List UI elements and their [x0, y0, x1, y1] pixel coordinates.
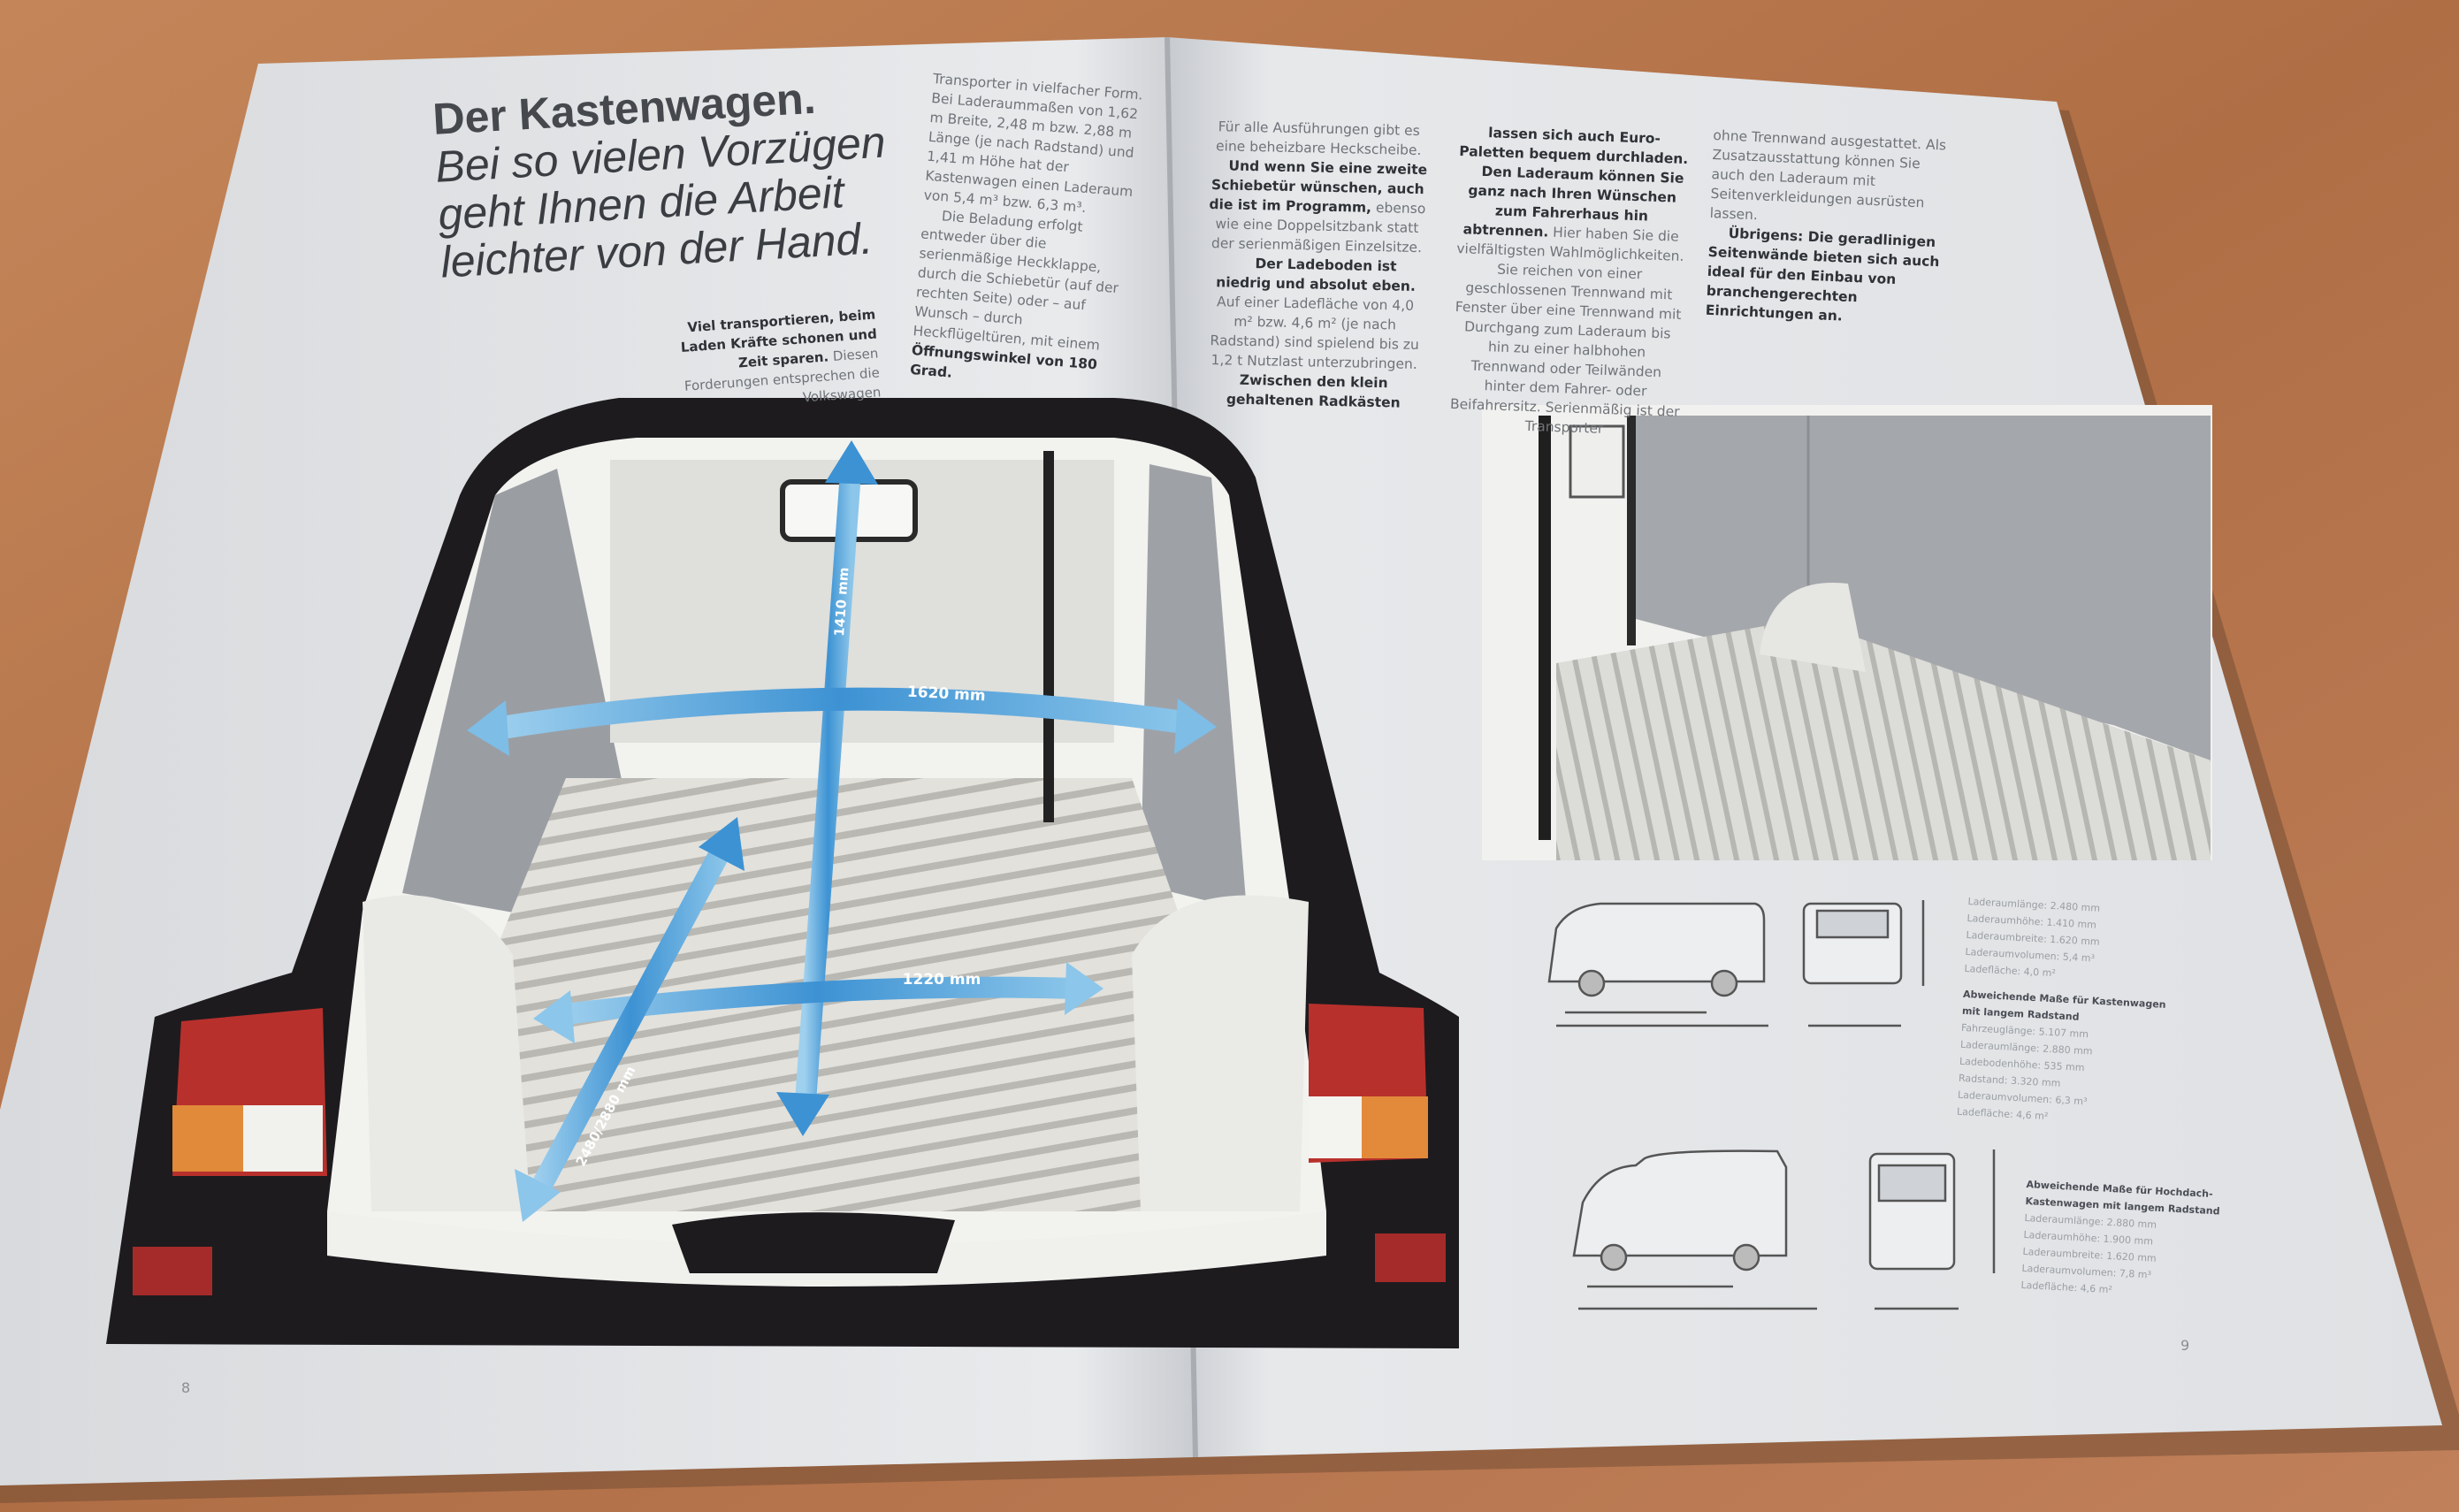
- arrow-head: [533, 990, 575, 1043]
- page-number-left: 8: [181, 1379, 191, 1396]
- van-side-drawing-standard: [1547, 902, 1768, 1027]
- arrow-head: [825, 440, 878, 485]
- paragraph: ohne Trennwand ausgestattet. Als Zusatza…: [1709, 126, 1947, 224]
- van-interior-photo: [106, 398, 1459, 1348]
- van-rear-drawing-highroof: [1868, 1149, 1996, 1310]
- van-rear-drawing-standard: [1802, 900, 1925, 1027]
- intro-paragraph: Viel transportieren, beim Laden Kräfte s…: [654, 305, 882, 417]
- dimension-arrows: 1620 mm 1410 mm 1220 mm 2480/2880 mm: [467, 440, 1217, 1222]
- dim-label-height: 1410 mm: [831, 567, 851, 637]
- arrow-width-top: [488, 687, 1191, 741]
- paragraph: Transporter in vielfacher Form. Bei Lade…: [923, 70, 1144, 216]
- arrow-head: [1174, 699, 1217, 754]
- headline: Der Kastenwagen. Bei so vielen Vorzügen …: [431, 71, 892, 287]
- dim-label-width-floor: 1220 mm: [903, 971, 981, 989]
- right-text-column-3: ohne Trennwand ausgestattet. Als Zusatza…: [1705, 126, 1951, 331]
- paragraph-bold: Der Ladeboden ist niedrig und absolut eb…: [1216, 256, 1417, 294]
- spec-list-standard: Laderaumlänge: 2.480 mm Laderaumhöhe: 1.…: [1957, 893, 2180, 1131]
- right-text-column-1: Für alle Ausführungen gibt es eine behei…: [1203, 117, 1429, 413]
- paragraph: Der Ladeboden ist niedrig und absolut eb…: [1203, 253, 1426, 413]
- paragraph: Und wenn Sie eine zweite Schiebetür wüns…: [1207, 156, 1428, 257]
- paragraph: Die Beladung erfolgt entweder über die s…: [909, 205, 1143, 397]
- arrow-head: [515, 1169, 561, 1222]
- right-text-column-2: lassen sich auch Euro-Paletten bequem du…: [1448, 122, 1691, 441]
- paragraph-bold: Zwischen den klein gehaltenen Radkästen: [1226, 371, 1401, 411]
- paragraph-text: Hier haben Sie die vielfältigsten Wahlmö…: [1449, 224, 1684, 437]
- left-text-column: Transporter in vielfacher Form. Bei Lade…: [909, 69, 1154, 397]
- paragraph-bold: lassen sich auch Euro-Paletten bequem du…: [1458, 125, 1689, 168]
- paragraph: Den Laderaum können Sie ganz nach Ihren …: [1448, 161, 1690, 441]
- paragraph-bold: Übrigens: Die geradlinigen Seitenwände b…: [1705, 225, 1940, 325]
- van-side-drawing-highroof: [1572, 1149, 1817, 1310]
- arrow-height: [794, 459, 862, 1115]
- arrow-head: [467, 700, 509, 756]
- paragraph: Für alle Ausführungen gibt es eine behei…: [1215, 118, 1422, 159]
- arrow-head: [1065, 962, 1103, 1015]
- arrow-head: [699, 817, 745, 871]
- arrow-length: [525, 835, 737, 1203]
- cargo-area-photo: [1482, 405, 2212, 860]
- spec-list-highroof: Abweichende Maße für Hochdach-Kastenwage…: [2020, 1176, 2239, 1304]
- arrow-head: [776, 1092, 829, 1136]
- dim-label-width-top: 1620 mm: [906, 683, 986, 706]
- paragraph-text: Die Beladung erfolgt entweder über die s…: [912, 208, 1119, 354]
- paragraph-text: Auf einer Ladefläche von 4,0 m² bzw. 4,6…: [1210, 294, 1419, 372]
- page-number-right: 9: [2180, 1337, 2190, 1354]
